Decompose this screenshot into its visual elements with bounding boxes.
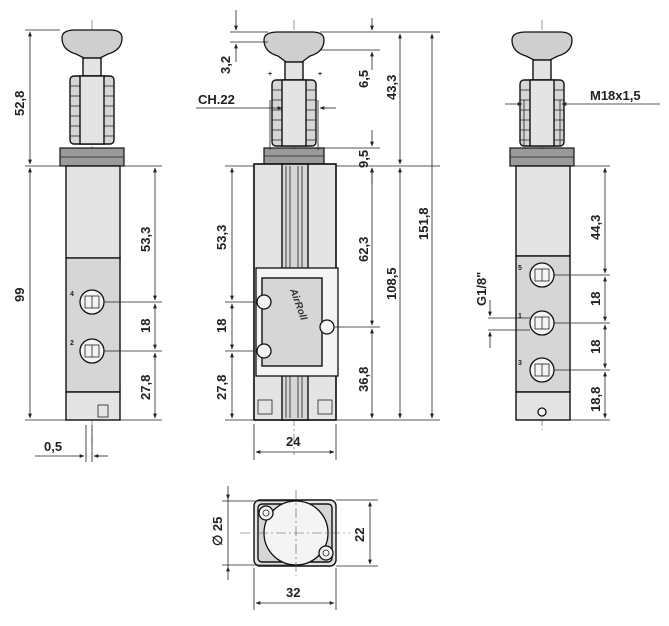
left-view: 4 2 52,8 99 53,3 18 27,8 0,5 — [12, 20, 162, 462]
dim-right-pitch-2: 18 — [588, 340, 603, 354]
dim-front-hole-lower: 27,8 — [214, 375, 229, 400]
dim-left-lower: 27,8 — [138, 375, 153, 400]
dim-front-body: 62,3 — [356, 237, 371, 262]
svg-text:+: + — [318, 71, 322, 78]
dim-front-stroke: 6,5 — [356, 70, 371, 88]
dim-left-body-height: 99 — [12, 288, 27, 302]
dim-wrench-size: CH.22 — [198, 92, 235, 107]
dim-bottom-diameter: ∅ 25 — [210, 517, 225, 546]
dim-right-lower: 18,8 — [588, 387, 603, 412]
dim-front-hole-right: 36,8 — [356, 367, 371, 392]
right-view: 5 1 3 M18x1,5 G1/8" 44,3 18 18 18,8 — [474, 20, 660, 430]
port-label-1: 1 — [518, 313, 522, 320]
front-view: + + AirRoll — [196, 10, 440, 460]
dim-front-overall-top: 43,3 — [384, 75, 399, 100]
dim-right-pitch-1: 18 — [588, 292, 603, 306]
dim-front-head: 3,2 — [218, 56, 233, 74]
dim-front-hole-pitch: 18 — [214, 319, 229, 333]
port-label-3: 3 — [518, 360, 522, 367]
dim-left-offset: 0,5 — [44, 439, 62, 454]
bottom-view: ∅ 25 22 32 — [210, 486, 378, 610]
port-label-4: 4 — [70, 291, 74, 298]
svg-text:+: + — [268, 71, 272, 78]
port-label-5: 5 — [518, 265, 522, 272]
dim-front-width: 24 — [286, 434, 301, 449]
dim-thread: M18x1,5 — [590, 88, 641, 103]
dim-front-total-body: 108,5 — [384, 267, 399, 300]
dim-front-nut: 9,5 — [356, 150, 371, 168]
dim-bottom-depth: 22 — [352, 528, 367, 542]
dim-left-upper-port: 53,3 — [138, 227, 153, 252]
dim-port-thread: G1/8" — [474, 272, 489, 306]
port-label-2: 2 — [70, 340, 74, 347]
dim-front-total: 151,8 — [416, 207, 431, 240]
dim-right-upper: 44,3 — [588, 215, 603, 240]
dim-left-port-pitch: 18 — [138, 319, 153, 333]
dim-front-hole-upper: 53,3 — [214, 225, 229, 250]
dim-bottom-width: 32 — [286, 585, 300, 600]
dim-left-top-height: 52,8 — [12, 91, 27, 116]
